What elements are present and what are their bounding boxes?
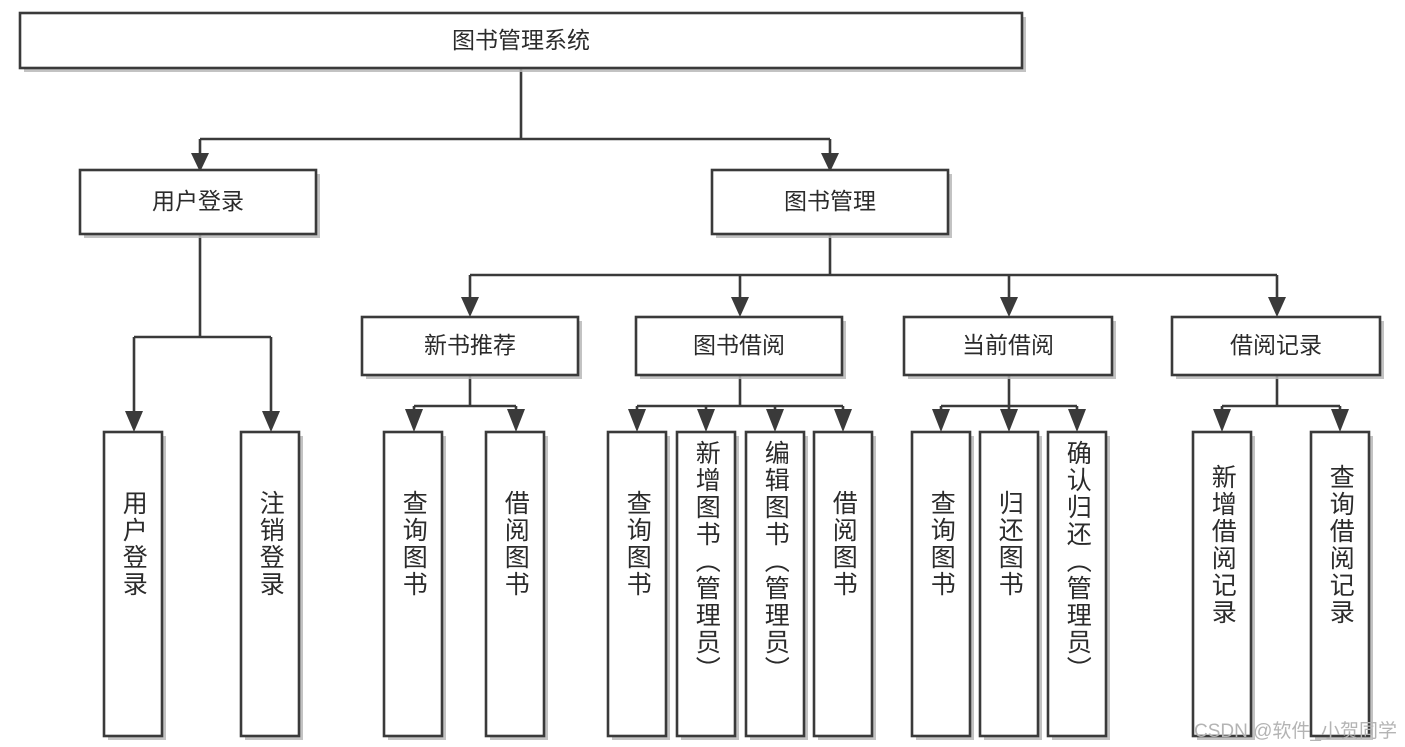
csdn-watermark: CSDN @软件_小贺同学	[1194, 721, 1397, 742]
leaf-node-query-book-current[interactable]	[910, 430, 974, 740]
leaf-node-user-login[interactable]	[102, 430, 166, 740]
node-book-borrow[interactable]: 图书借阅	[634, 315, 846, 379]
leaf-node-add-book-admin[interactable]	[675, 430, 739, 740]
node-user-login-label: 用户登录	[152, 188, 244, 214]
node-current-borrow[interactable]: 当前借阅	[902, 315, 1116, 379]
connector-new-book-to-leaves	[405, 375, 525, 432]
connector-root-to-level2	[191, 68, 839, 172]
connector-current-borrow-to-leaves	[932, 375, 1086, 432]
leaf-node-return-book[interactable]	[978, 430, 1042, 740]
leaf-node-logout[interactable]	[239, 430, 303, 740]
leaf-node-borrow-book[interactable]	[812, 430, 876, 740]
node-root-system[interactable]: 图书管理系统	[18, 11, 1026, 72]
connector-user-login-to-leaves	[125, 234, 280, 432]
node-book-manage[interactable]: 图书管理	[710, 168, 952, 238]
node-root-system-label: 图书管理系统	[452, 27, 590, 53]
leaf-node-add-borrow-record[interactable]	[1191, 430, 1255, 740]
node-book-borrow-label: 图书借阅	[693, 332, 785, 358]
leaf-node-query-book-borrow[interactable]	[606, 430, 670, 740]
node-borrow-record-label: 借阅记录	[1230, 332, 1322, 358]
node-user-login[interactable]: 用户登录	[78, 168, 320, 238]
connector-borrow-record-to-leaves	[1213, 375, 1349, 432]
node-current-borrow-label: 当前借阅	[962, 332, 1054, 358]
leaf-node-borrow-book-newbook[interactable]	[484, 430, 548, 740]
leaf-node-query-book-newbook[interactable]	[382, 430, 446, 740]
connector-book-manage-to-level3	[461, 234, 1286, 317]
node-new-book-recommend[interactable]: 新书推荐	[360, 315, 582, 379]
leaf-node-confirm-return-admin[interactable]	[1046, 430, 1110, 740]
leaf-node-query-borrow-record[interactable]	[1309, 430, 1373, 740]
node-book-manage-label: 图书管理	[784, 188, 876, 214]
node-new-book-recommend-label: 新书推荐	[424, 332, 516, 358]
leaf-node-edit-book-admin[interactable]	[744, 430, 808, 740]
connector-book-borrow-to-leaves	[628, 375, 852, 432]
node-borrow-record[interactable]: 借阅记录	[1170, 315, 1384, 379]
